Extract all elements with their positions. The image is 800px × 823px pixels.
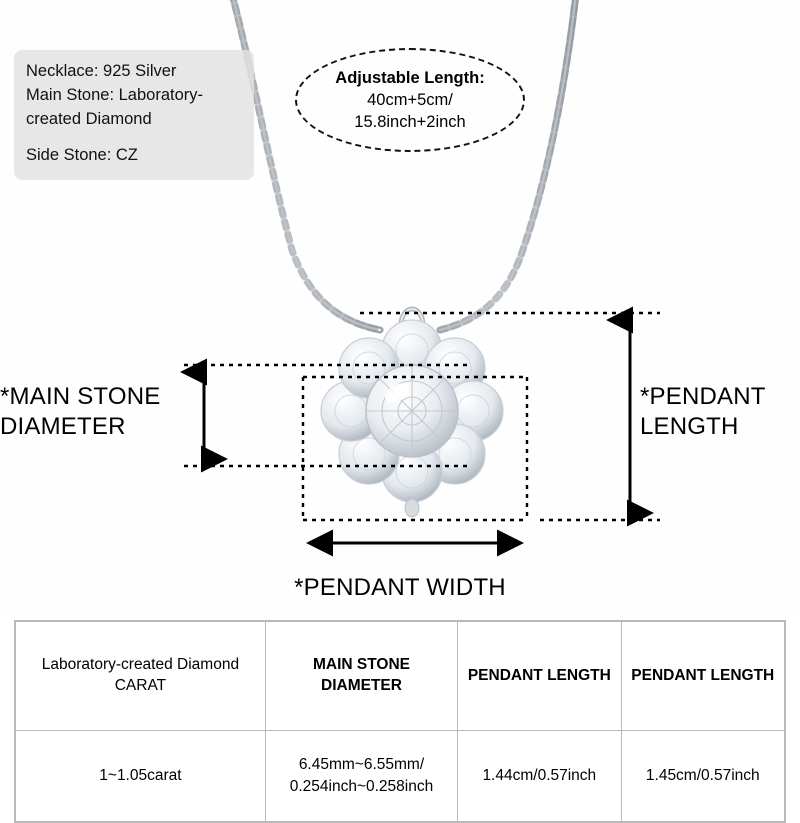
adjustable-length-metric: 40cm+5cm/	[367, 90, 453, 109]
header-pendant-length-1: PENDANT LENGTH	[457, 621, 622, 731]
label-pendant-length: *PENDANT LENGTH	[640, 383, 766, 440]
cell-main-stone-diameter-mm: 6.45mm~6.55mm/	[298, 756, 425, 774]
adjustable-length-title: Adjustable Length:	[335, 68, 485, 87]
cell-carat: 1~1.05carat	[15, 730, 266, 822]
table-row: 1~1.05carat 6.45mm~6.55mm/ 0.254inch~0.2…	[15, 730, 786, 822]
product-info-box: Necklace: 925 Silver Main Stone: Laborat…	[14, 50, 254, 180]
cell-pendant-length-2: 1.45cm/0.57inch	[620, 730, 786, 822]
cell-main-stone-diameter-inch: 0.254inch~0.258inch	[289, 778, 434, 795]
header-pendant-length-2: PENDANT LENGTH	[620, 621, 786, 731]
spec-table-head: Laboratory-created Diamond CARAT MAIN ST…	[15, 621, 786, 731]
info-spacer	[26, 132, 242, 144]
product-photo: Necklace: 925 Silver Main Stone: Laborat…	[0, 0, 766, 601]
spec-table-body: 1~1.05carat 6.45mm~6.55mm/ 0.254inch~0.2…	[15, 730, 786, 822]
label-main-stone-diameter: *MAIN STONE DIAMETER	[0, 383, 161, 440]
table-header-row: Laboratory-created Diamond CARAT MAIN ST…	[15, 621, 786, 731]
info-line-necklace: Necklace: 925 Silver	[26, 62, 177, 80]
adjustable-length-callout: Adjustable Length: 40cm+5cm/ 15.8inch+2i…	[295, 48, 525, 152]
info-line-main-stone: Main Stone: Laboratory-created Diamond	[26, 85, 204, 128]
cell-pendant-length-1: 1.44cm/0.57inch	[457, 730, 622, 822]
label-pendant-width: *PENDANT WIDTH	[294, 574, 506, 601]
cell-main-stone-diameter: 6.45mm~6.55mm/ 0.254inch~0.258inch	[264, 730, 459, 822]
adjustable-length-imperial: 15.8inch+2inch	[354, 113, 466, 132]
spec-table: Laboratory-created Diamond CARAT MAIN ST…	[15, 621, 786, 822]
header-main-stone-diameter: MAIN STONE DIAMETER	[264, 621, 459, 731]
header-carat: Laboratory-created Diamond CARAT	[15, 621, 266, 731]
spec-table-wrapper: Laboratory-created Diamond CARAT MAIN ST…	[14, 620, 786, 823]
info-line-side-stone: Side Stone: CZ	[26, 145, 138, 164]
